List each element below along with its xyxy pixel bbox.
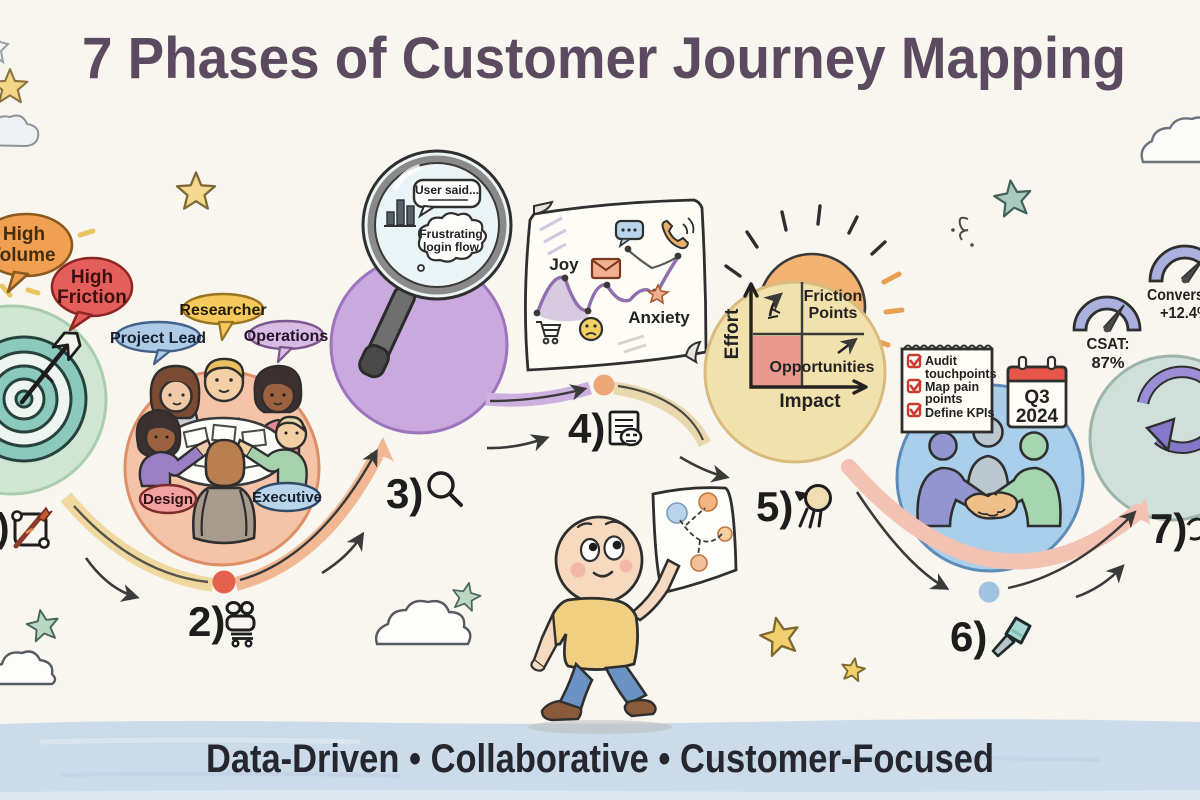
svg-text:Anxiety: Anxiety xyxy=(628,308,690,327)
svg-text:Impact: Impact xyxy=(779,391,841,412)
svg-text:Friction: Friction xyxy=(804,288,863,305)
svg-text:7): 7) xyxy=(1150,505,1187,552)
svg-text:Friction: Friction xyxy=(57,287,127,308)
svg-text:Design: Design xyxy=(143,491,193,508)
svg-text:87%: 87% xyxy=(1092,355,1125,372)
svg-text:2024: 2024 xyxy=(1016,406,1059,427)
svg-text:Q3: Q3 xyxy=(1024,387,1049,408)
svg-text:CSAT:: CSAT: xyxy=(1087,336,1130,353)
svg-text:Frustrating: Frustrating xyxy=(419,227,482,241)
svg-text:+12.4%: +12.4% xyxy=(1160,305,1200,322)
svg-text:6): 6) xyxy=(950,613,987,660)
svg-text:Operations: Operations xyxy=(244,328,329,345)
svg-text:1): 1) xyxy=(0,506,10,550)
svg-text:Joy: Joy xyxy=(549,255,579,274)
svg-text:Define KPIs: Define KPIs xyxy=(925,406,995,420)
svg-text:Points: Points xyxy=(809,305,858,322)
svg-text:2): 2) xyxy=(188,598,225,645)
svg-text:touchpoints: touchpoints xyxy=(925,367,997,381)
svg-text:3): 3) xyxy=(386,470,423,517)
svg-text:Project Lead: Project Lead xyxy=(110,330,206,347)
svg-text:High: High xyxy=(3,224,45,245)
svg-text:4): 4) xyxy=(568,405,605,452)
svg-text:User said...: User said... xyxy=(415,183,479,197)
svg-text:Effort: Effort xyxy=(722,308,743,359)
svg-text:Conversion: Conversion xyxy=(1147,287,1200,304)
svg-text:login flow: login flow xyxy=(423,240,480,254)
svg-text:Data-Driven • Collaborative •: Data-Driven • Collaborative • Customer-F… xyxy=(206,737,994,781)
svg-text:Opportunities: Opportunities xyxy=(770,359,875,376)
svg-text:5): 5) xyxy=(756,483,793,530)
svg-text:Audit: Audit xyxy=(925,354,958,368)
svg-text:Volume: Volume xyxy=(0,245,56,266)
svg-text:Researcher: Researcher xyxy=(179,302,266,319)
svg-text:7 Phases of Customer Journey M: 7 Phases of Customer Journey Mapping xyxy=(82,26,1126,91)
svg-text:points: points xyxy=(925,392,963,406)
svg-text:High: High xyxy=(71,267,113,288)
svg-text:Map pain: Map pain xyxy=(925,380,979,394)
svg-text:Executive: Executive xyxy=(252,489,322,506)
